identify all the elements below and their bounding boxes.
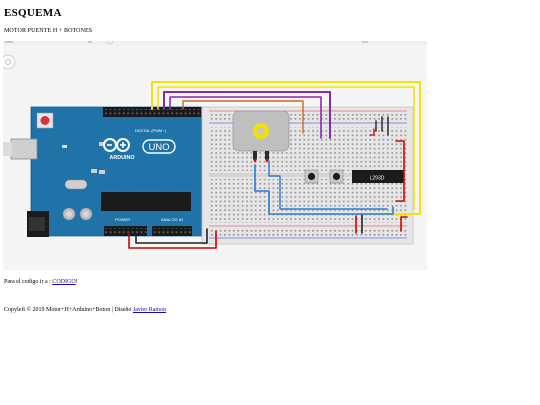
power-label: POWER xyxy=(115,217,130,222)
code-suffix: ! xyxy=(75,279,78,285)
arduino-uno-board: UNO ARDUINO DIGITAL (PWM~) POWER ANALOG … xyxy=(3,106,208,237)
circuit-schematic: UNO ARDUINO DIGITAL (PWM~) POWER ANALOG … xyxy=(3,41,427,270)
push-button-1 xyxy=(304,169,319,184)
usb-port xyxy=(10,138,38,160)
editor-toolbar xyxy=(3,41,427,45)
atmega-chip xyxy=(101,192,191,211)
digital-pwm-label: DIGITAL (PWM~) xyxy=(135,128,167,133)
dc-motor xyxy=(232,110,290,163)
wires xyxy=(128,81,421,249)
copyright-paragraph: Copyleft © 2019 Motor+H+Arduino+Boton | … xyxy=(4,307,166,313)
code-prefix: Para el codigo ir a : xyxy=(4,279,53,285)
uno-label: UNO xyxy=(148,142,169,153)
uno-badge xyxy=(142,139,176,154)
code-link[interactable]: CODIGO xyxy=(52,279,76,285)
arduino-label: ARDUINO xyxy=(109,155,134,161)
zoom-circle-icon[interactable] xyxy=(3,54,16,70)
push-button-2 xyxy=(329,169,344,184)
page-subtitle: MOTOR PUENTE H + BOTONES xyxy=(4,28,93,34)
page-title: ESQUEMA xyxy=(4,7,62,19)
analog-in-label: ANALOG IN xyxy=(161,217,183,222)
l293d-label: L293D xyxy=(370,176,385,182)
arduino-logo-icon xyxy=(103,138,130,152)
copyright-text: Copyleft © 2019 Motor+H+Arduino+Boton | … xyxy=(4,307,133,313)
l293d-driver-chip: L293D xyxy=(352,170,404,183)
author-link[interactable]: Javier Ramon xyxy=(132,307,167,313)
code-paragraph: Para el codigo ir a : CODIGO! xyxy=(4,279,78,285)
